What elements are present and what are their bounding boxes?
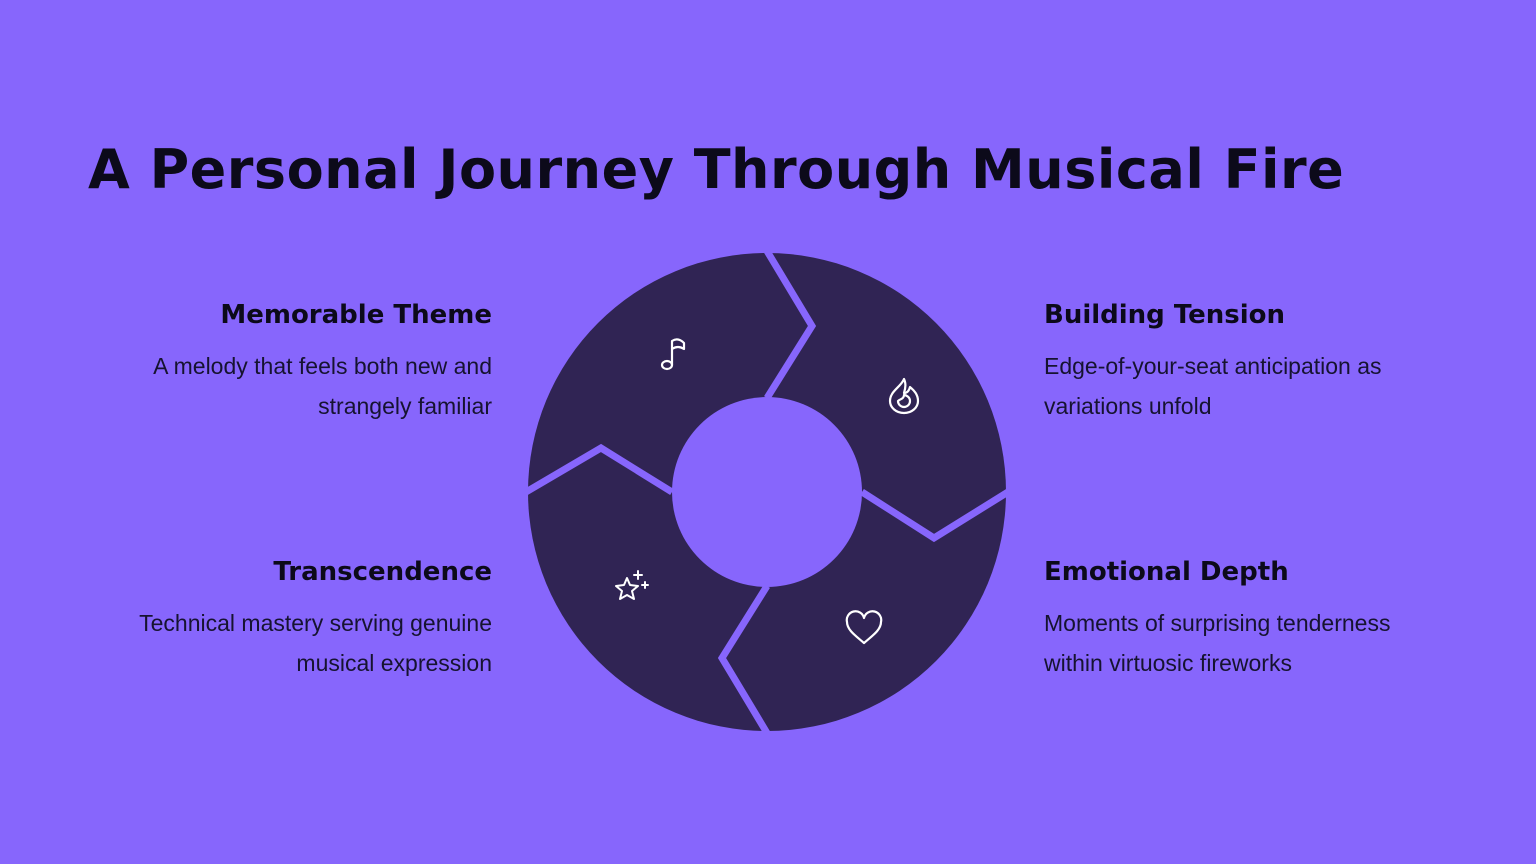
stage-transcendence: Transcendence Technical mastery serving … xyxy=(102,557,492,683)
cycle-ring xyxy=(524,249,1010,735)
heart-icon xyxy=(845,610,883,645)
stage-description: Technical mastery serving genuine musica… xyxy=(139,610,492,676)
stage-building-tension: Building Tension Edge-of-your-seat antic… xyxy=(1044,300,1434,426)
separator-left xyxy=(524,443,674,496)
music-note-icon xyxy=(660,338,686,371)
flame-icon xyxy=(888,377,920,415)
sparkles-icon xyxy=(615,570,649,600)
stage-heading: Memorable Theme xyxy=(220,300,492,330)
page-title: A Personal Journey Through Musical Fire xyxy=(88,138,1345,201)
ring-center xyxy=(672,397,862,587)
stage-emotional-depth: Emotional Depth Moments of surprising te… xyxy=(1044,557,1434,683)
stage-description: A melody that feels both new and strange… xyxy=(153,353,492,419)
stage-description: Edge-of-your-seat anticipation as variat… xyxy=(1044,353,1382,419)
separator-right xyxy=(860,489,1010,543)
stage-heading: Emotional Depth xyxy=(1044,557,1289,587)
cycle-icons xyxy=(615,338,920,645)
separator-bottom xyxy=(717,584,771,735)
stage-heading: Transcendence xyxy=(273,557,492,587)
stage-heading: Building Tension xyxy=(1044,300,1286,330)
stage-memorable-theme: Memorable Theme A melody that feels both… xyxy=(102,300,492,426)
stage-description: Moments of surprising tenderness within … xyxy=(1044,610,1391,676)
separator-top xyxy=(763,249,817,400)
